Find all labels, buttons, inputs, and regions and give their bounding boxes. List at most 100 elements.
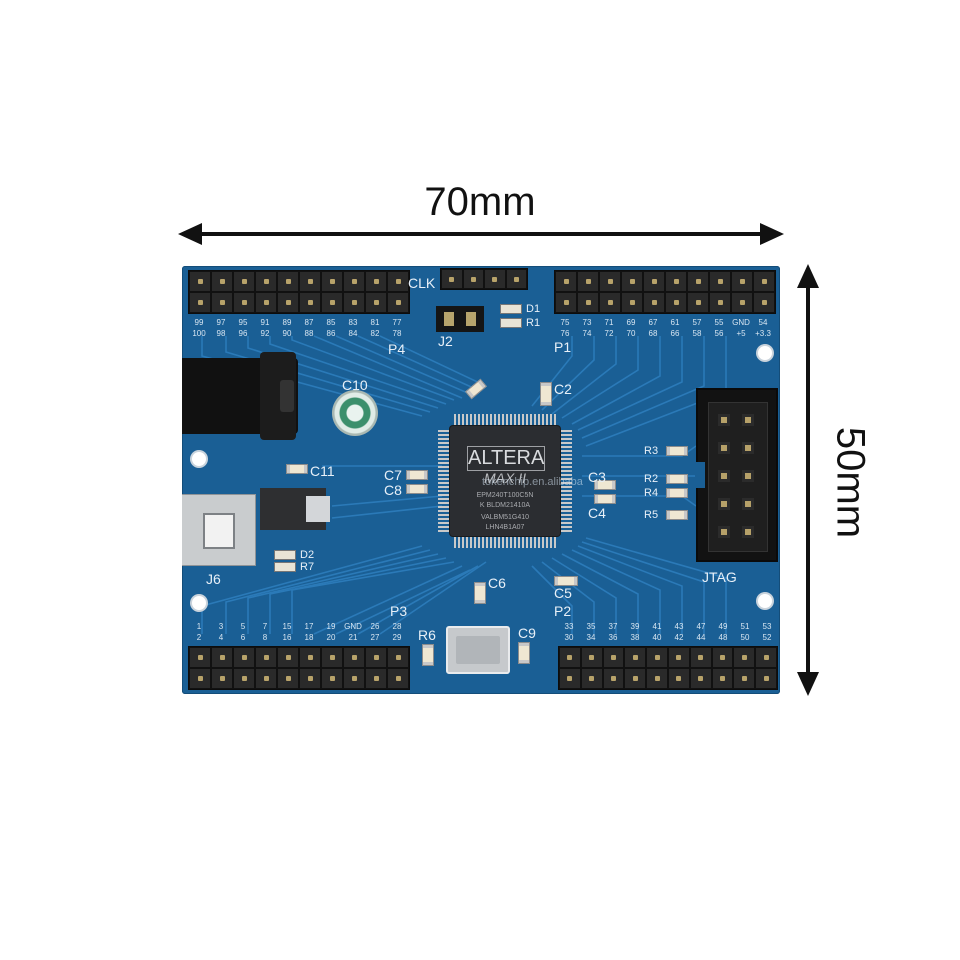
pin-label: +3.3 <box>755 329 771 338</box>
mounting-hole-bottom-right <box>758 594 772 608</box>
jumper-j2 <box>436 306 484 332</box>
pin-label: 70 <box>626 329 636 338</box>
header-p3 <box>188 646 410 690</box>
pin-label: 4 <box>218 633 224 642</box>
capacitor-c8 <box>406 484 428 494</box>
pin-label: 55 <box>714 318 724 327</box>
header-p1 <box>554 270 776 314</box>
pin-label: 68 <box>648 329 658 338</box>
pin-label: 40 <box>652 633 662 642</box>
label-p4: P4 <box>388 341 406 357</box>
pin-label: 76 <box>560 329 570 338</box>
capacitor-c2 <box>540 382 552 406</box>
pin-label: 83 <box>348 318 358 327</box>
capacitor-c3 <box>594 480 616 490</box>
chip-legs-top <box>454 414 556 426</box>
watermark-text: tokenchip.en.alibaba <box>482 476 583 488</box>
label-r4: R4 <box>644 487 659 499</box>
label-r3: R3 <box>644 445 659 457</box>
pin-label: 37 <box>608 622 618 631</box>
pin-label: 87 <box>304 318 314 327</box>
pin-label: 49 <box>718 622 728 631</box>
altera-max-ii-cpld: ALTERA MAX II EPM240T100C5N K BLDM21410A… <box>450 426 560 536</box>
height-dimension-arrow <box>797 264 819 696</box>
label-j2: J2 <box>438 333 453 349</box>
capacitor-c11 <box>286 464 308 474</box>
fpga-board: 99 97 95 91 89 87 85 83 81 77 100 98 96 … <box>182 266 780 694</box>
pin-label: 82 <box>370 329 380 338</box>
pin-label: 33 <box>564 622 574 631</box>
pin-label: 98 <box>216 329 226 338</box>
capacitor-c10 <box>332 390 378 436</box>
pin-label: 5 <box>240 622 246 631</box>
pin-label: 99 <box>194 318 204 327</box>
chip-marking: EPM240T100C5N <box>476 492 534 499</box>
voltage-regulator <box>260 488 330 530</box>
pin-label: 69 <box>626 318 636 327</box>
label-c11: C11 <box>310 463 335 479</box>
pin-label: 53 <box>762 622 772 631</box>
label-r5: R5 <box>644 509 659 521</box>
pin-label: 81 <box>370 318 380 327</box>
jtag-connector <box>695 388 778 562</box>
label-c7: C7 <box>384 467 402 483</box>
p2-top-pin-labels: 33 35 37 39 41 43 47 49 51 53 <box>558 622 778 631</box>
pin-label: 96 <box>238 329 248 338</box>
pin-label: 85 <box>326 318 336 327</box>
pin-label: 34 <box>586 633 596 642</box>
pin-label: 66 <box>670 329 680 338</box>
pin-label: 74 <box>582 329 592 338</box>
pin-label: 95 <box>238 318 248 327</box>
label-c10: C10 <box>342 377 368 393</box>
pin-label: 97 <box>216 318 226 327</box>
resistor-r3 <box>666 446 688 456</box>
label-c3: C3 <box>588 469 606 485</box>
dc-barrel-jack <box>182 352 298 440</box>
pcb-traces <box>201 335 727 635</box>
header-p4 <box>188 270 410 314</box>
pin-label: 8 <box>262 633 268 642</box>
pin-label: 30 <box>564 633 574 642</box>
label-r1: R1 <box>526 317 541 329</box>
p3-top-pin-labels: 1 3 5 7 15 17 19 GND 26 28 <box>188 622 408 631</box>
pin-label: 36 <box>608 633 618 642</box>
p1-bottom-pin-labels: 76 74 72 70 68 66 58 56 +5 +3.3 <box>554 329 774 338</box>
pin-label: 2 <box>196 633 202 642</box>
capacitor-c4 <box>594 494 616 504</box>
label-d2: D2 <box>300 549 315 561</box>
pin-label: 26 <box>370 622 380 631</box>
pin-label: 92 <box>260 329 270 338</box>
pin-label: 72 <box>604 329 614 338</box>
pin-label: 18 <box>304 633 314 642</box>
pin-label: 19 <box>326 622 336 631</box>
capacitor-c7 <box>406 470 428 480</box>
chip-legs-bottom <box>454 536 556 548</box>
label-c8: C8 <box>384 482 402 498</box>
header-p2 <box>558 646 778 690</box>
chip-legs-left <box>438 430 450 532</box>
pin-label: 41 <box>652 622 662 631</box>
pin-label: 86 <box>326 329 336 338</box>
pin-label: 90 <box>282 329 292 338</box>
pin-label: 54 <box>758 318 768 327</box>
pin-label: 42 <box>674 633 684 642</box>
pin-label: 20 <box>326 633 336 642</box>
pin-label: 84 <box>348 329 358 338</box>
capacitor-c6 <box>474 582 486 604</box>
chip-series: MAX II <box>483 470 526 486</box>
pin-label: GND <box>732 318 750 327</box>
pin-label: 28 <box>392 622 402 631</box>
mounting-hole-left-middle <box>192 452 206 466</box>
pin-label: 77 <box>392 318 402 327</box>
chip-marking: LHN4B1A07 <box>485 524 525 531</box>
pin-label: 89 <box>282 318 292 327</box>
chip-marking: VALBM51G410 <box>480 514 530 521</box>
label-c2: C2 <box>554 381 572 397</box>
pin-label: 51 <box>740 622 750 631</box>
label-clk: CLK <box>408 275 436 291</box>
label-p3: P3 <box>390 603 408 619</box>
pin-label: +5 <box>736 329 746 338</box>
width-dimension-label: 70mm <box>424 180 536 224</box>
pin-label: 39 <box>630 622 640 631</box>
pin-label: 88 <box>304 329 314 338</box>
